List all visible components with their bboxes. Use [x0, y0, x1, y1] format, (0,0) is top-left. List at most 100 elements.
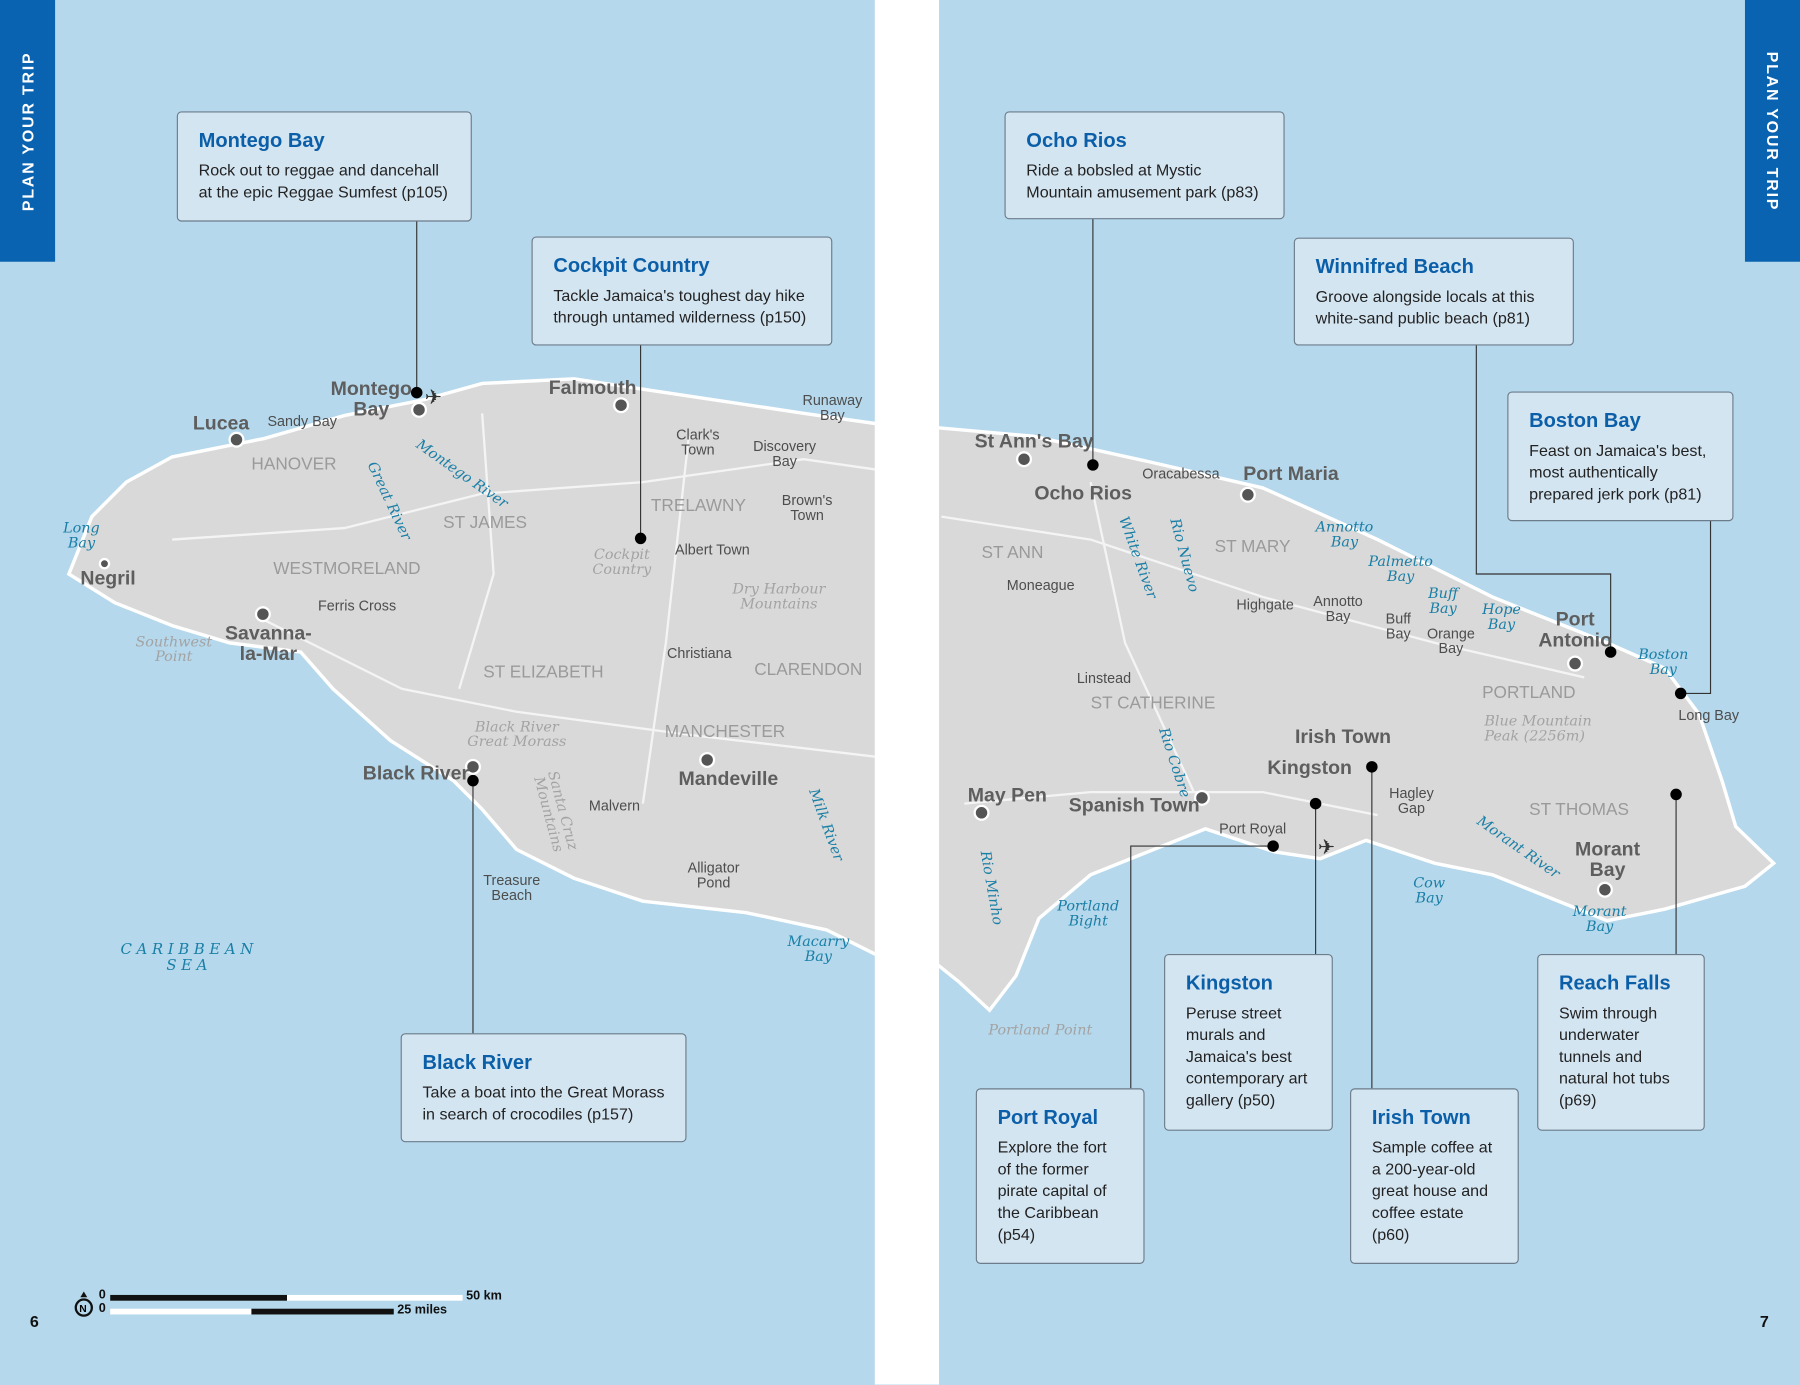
svg-text:✈: ✈ [1318, 836, 1335, 859]
water-label: Portland Bight [1057, 896, 1120, 929]
water-label: Morant Bay [1572, 902, 1627, 935]
small-town-label: Clark's Town [676, 427, 720, 459]
callout-title: Irish Town [1371, 1105, 1471, 1129]
town-label: Morant Bay [1575, 838, 1641, 881]
feature-label: Blue Mountain Peak (2256m) [1484, 711, 1592, 745]
callout-text: Sample coffee at a 200-year-old great ho… [1371, 1137, 1493, 1244]
callout-title: Ocho Rios [1026, 128, 1127, 152]
small-town-label: Oracabessa [1142, 466, 1220, 483]
water-label: Cow Bay [1413, 873, 1446, 906]
small-town-label: Discovery Bay [753, 438, 817, 470]
small-town-label: Long Bay [1678, 707, 1740, 724]
feature-label: Portland Point [988, 1020, 1093, 1038]
water-label: Macarry Bay [787, 932, 850, 965]
scale-km-label: 50 km [466, 1289, 502, 1303]
small-town-label: Treasure Beach [483, 872, 541, 904]
small-town-label: Brown's Town [781, 492, 833, 524]
page-gutter [874, 0, 940, 1385]
town-label: Negril [80, 567, 136, 589]
callout-text: Take a boat into the Great Morass in sea… [422, 1082, 665, 1123]
town-label: Mandeville [678, 768, 779, 790]
side-tab-right: PLAN YOUR TRIP [1744, 0, 1800, 262]
callout-text: Rock out to reggae and dancehall at the … [198, 160, 448, 201]
callout-title: Reach Falls [1558, 971, 1671, 995]
town-label: Spanish Town [1068, 794, 1200, 817]
town-label: Montego Bay [330, 377, 412, 420]
callout-text: Ride a bobsled at Mystic Mountain amusem… [1026, 160, 1259, 201]
water-label: Annotto Bay [1315, 517, 1374, 551]
callout-title: Cockpit Country [553, 253, 710, 277]
small-town-label: Albert Town [675, 541, 750, 558]
feature-label: Black River Great Morass [467, 717, 567, 750]
svg-text:✈: ✈ [425, 386, 442, 409]
parish-label: WESTMORELAND [273, 559, 421, 579]
town-label: Irish Town [1294, 725, 1392, 748]
scale-miles-label: 25 miles [397, 1302, 448, 1317]
town-label: May Pen [967, 784, 1047, 806]
town-label: Falmouth [548, 376, 637, 399]
feature-label: Cockpit Country [592, 545, 652, 578]
small-town-label: Runaway Bay [802, 392, 863, 424]
feature-label: Dry Harbour Mountains [732, 579, 826, 613]
svg-text:N: N [79, 1304, 86, 1315]
callout-text: Groove alongside locals at this white-sa… [1315, 287, 1535, 328]
callout-text: Explore the fort of the former pirate ca… [997, 1137, 1107, 1244]
parish-label: ST THOMAS [1529, 800, 1629, 820]
town-label: Kingston [1267, 756, 1352, 779]
callout-title: Boston Bay [1529, 408, 1641, 432]
town-label: Port Maria [1243, 462, 1339, 485]
small-town-label: Ferris Cross [317, 598, 397, 615]
parish-label: TRELAWNY [650, 495, 746, 516]
feature-label: Southwest Point [135, 632, 213, 665]
airport-icons: ✈✈ [425, 386, 1335, 859]
town-label: Ocho Rios [1034, 482, 1132, 504]
small-town-label: Orange Bay [1426, 625, 1475, 657]
callout-text: Tackle Jamaica's toughest day hike throu… [553, 285, 807, 327]
leader-dots [410, 386, 1687, 852]
scale-zero-km: 0 [98, 1288, 106, 1302]
callout-title: Montego Bay [198, 128, 325, 152]
parish-label: CLARENDON [754, 660, 863, 680]
town-label: Port Antonio [1538, 608, 1613, 651]
parish-label: ST JAMES [443, 513, 528, 533]
small-town-label: Alligator Pond [687, 859, 740, 891]
leader-lines [416, 218, 1712, 1089]
small-town-label: Buff Bay [1385, 610, 1411, 642]
sea-label: CARIBBEAN SEA [120, 941, 258, 975]
parish-label: ST MARY [1214, 537, 1291, 557]
water-label: Hope Bay [1482, 600, 1521, 633]
small-town-label: Linstead [1076, 670, 1132, 687]
parish-label: PORTLAND [1482, 683, 1576, 703]
town-markers [98, 397, 1613, 898]
small-town-label: Annotto Bay [1313, 593, 1363, 625]
parish-label: MANCHESTER [664, 722, 786, 742]
town-label: Black River [362, 762, 470, 785]
small-town-label: Christiana [666, 645, 732, 662]
water-label: Boston Bay [1638, 645, 1689, 678]
callout-title: Port Royal [997, 1105, 1099, 1129]
parish-label: ST CATHERINE [1090, 693, 1216, 713]
callout-title: Winnifred Beach [1315, 254, 1474, 278]
side-tab-left: PLAN YOUR TRIP [0, 0, 56, 262]
scale-zero-miles: 0 [98, 1301, 106, 1316]
page-number-left: 6 [29, 1312, 39, 1331]
town-label: Lucea [192, 412, 250, 434]
side-tab-label: PLAN YOUR TRIP [1763, 51, 1782, 211]
town-label: St Ann's Bay [974, 430, 1094, 453]
callout-text: Swim through underwater tunnels and natu… [1558, 1003, 1670, 1109]
callout-text: Feast on Jamaica's best, most authentica… [1529, 440, 1707, 503]
small-town-label: Port Royal [1219, 820, 1287, 837]
town-label: Savanna- la-Mar [225, 622, 312, 665]
parish-label: ST ANN [981, 543, 1044, 563]
small-town-label: Moneague [1006, 577, 1075, 594]
small-town-label: Hagley Gap [1389, 785, 1434, 817]
